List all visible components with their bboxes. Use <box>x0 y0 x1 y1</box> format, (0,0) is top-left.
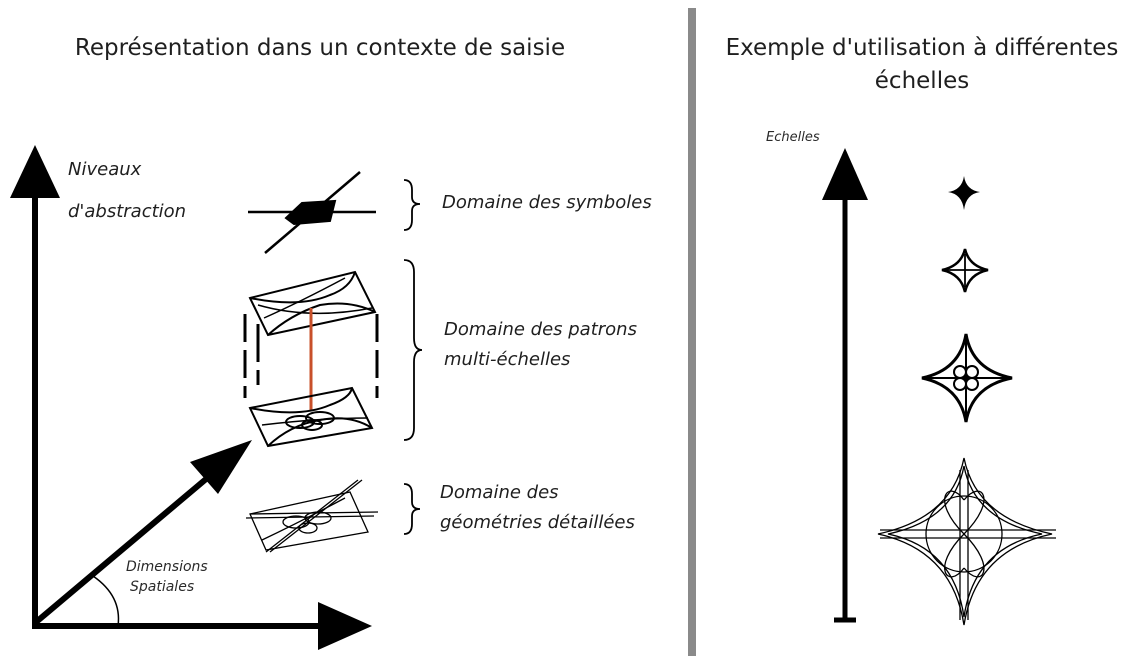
angle-label-line2: Spatiales <box>130 579 195 595</box>
horizontal-axis <box>32 602 372 650</box>
brace-geometries <box>403 483 421 535</box>
y-axis-label-line1: Niveaux <box>68 159 142 180</box>
detailed-geometry-glyph <box>245 479 379 553</box>
brace-symbols <box>403 179 421 231</box>
brace-patterns <box>403 259 423 441</box>
scale-glyph-small <box>941 248 989 293</box>
spatial-dimensions-axis <box>33 440 252 626</box>
multiscale-pattern-glyph <box>243 270 379 448</box>
scale-glyph-medium <box>921 333 1013 423</box>
y-axis-label-line2: d'abstraction <box>68 201 187 222</box>
angle-arc <box>92 575 120 627</box>
domain-patterns-label: Domaine des patrons multi-échelles <box>444 315 637 375</box>
y-axis-label: Niveaux d'abstraction <box>68 155 186 227</box>
scale-glyph-largest <box>877 457 1056 626</box>
domain-geometries-label: Domaine des géométries détaillées <box>440 478 635 538</box>
domain-symbols-label: Domaine des symboles <box>442 188 652 218</box>
angle-label-line1: Dimensions <box>126 559 208 575</box>
left-panel-title: Représentation dans un contexte de saisi… <box>74 35 566 61</box>
domain-label-line2: multi-échelles <box>444 349 571 370</box>
panel-divider <box>688 8 696 656</box>
scales-axis <box>822 148 868 623</box>
scale-glyph-smallest <box>948 176 980 210</box>
domain-label-line2: géométries détaillées <box>440 512 635 533</box>
right-panel-title-line2: échelles <box>874 68 970 94</box>
scales-axis-label: Echelles <box>766 130 820 145</box>
right-panel-title-line1: Exemple d'utilisation à différentes <box>725 35 1119 61</box>
abstraction-axis <box>10 145 60 626</box>
domain-label-line1: Domaine des <box>440 482 559 503</box>
right-panel-title: Exemple d'utilisation à différentes éche… <box>708 32 1136 98</box>
domain-label-line1: Domaine des symboles <box>442 192 652 213</box>
domain-label-line1: Domaine des patrons <box>444 319 637 340</box>
symbol-glyph <box>248 171 376 254</box>
angle-label: Dimensions Spatiales <box>126 557 208 597</box>
